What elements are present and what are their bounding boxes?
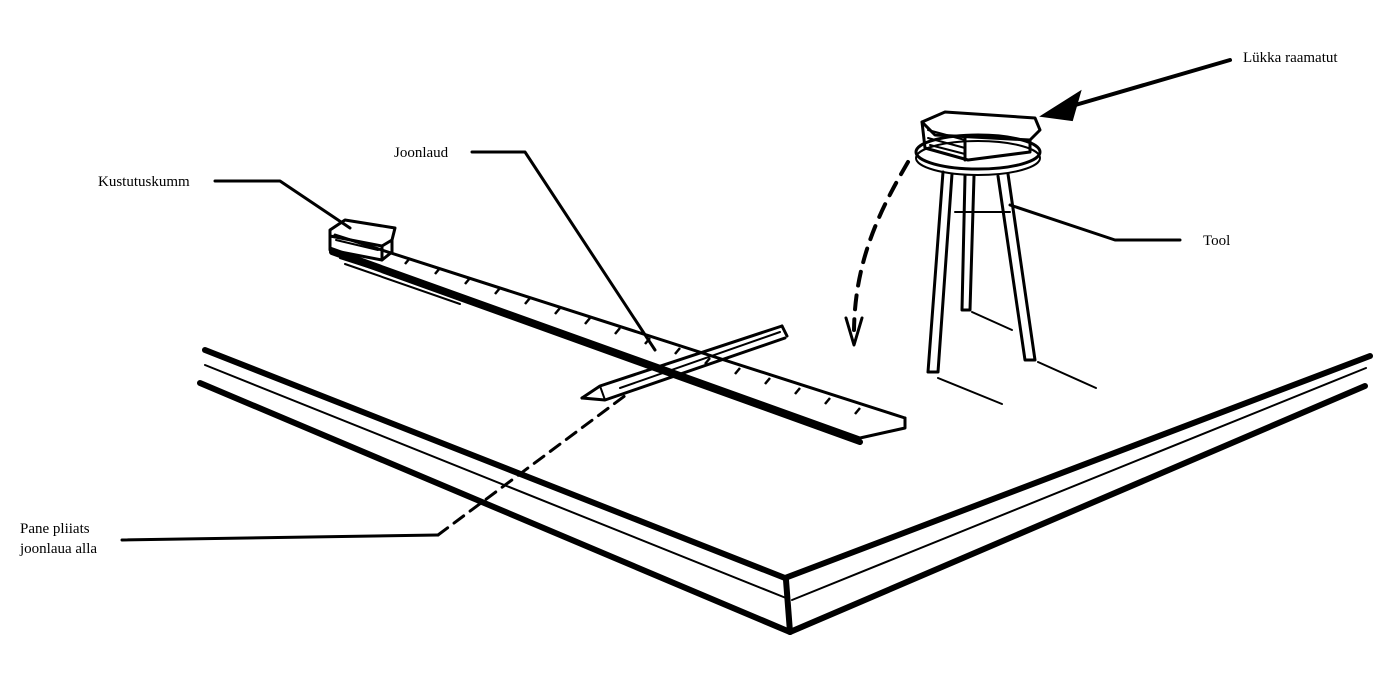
table-bottom-right-edge — [787, 383, 1368, 635]
pencil-leader-dashed — [436, 390, 632, 537]
leader-lines — [120, 150, 1182, 542]
push-books-label: Lükka raamatut — [1243, 50, 1338, 66]
eraser — [328, 218, 397, 262]
stool — [914, 133, 1097, 405]
stool-leader — [1008, 203, 1182, 242]
table-top-left-edge — [202, 347, 788, 581]
ruler-label: Joonlaud — [394, 145, 449, 161]
falling-arrow — [844, 160, 910, 347]
table — [197, 347, 1373, 635]
eraser-leader — [213, 179, 352, 230]
books — [920, 110, 1042, 162]
push-arrow — [1039, 58, 1232, 122]
table-top-right-edge — [782, 353, 1373, 581]
pencil-label-line1: Pane pliiats — [20, 521, 90, 537]
table-bottom-left-edge — [197, 380, 793, 635]
pencil-leader — [120, 533, 440, 542]
pencil-label-line2: joonlaua alla — [19, 541, 97, 557]
table-front-left-thin — [204, 364, 787, 599]
eraser-label: Kustutuskumm — [98, 174, 190, 190]
push-arrow-head — [1039, 89, 1082, 122]
ruler — [328, 233, 907, 445]
ruler-leader — [470, 150, 657, 352]
pencil — [580, 324, 789, 402]
table-front-right-thin — [791, 367, 1367, 601]
stool-legs — [926, 170, 1097, 405]
stool-label: Tool — [1203, 233, 1230, 249]
table-corner-edge — [783, 577, 793, 635]
ruler-ticks — [404, 257, 861, 415]
stool-seat — [914, 133, 1042, 171]
